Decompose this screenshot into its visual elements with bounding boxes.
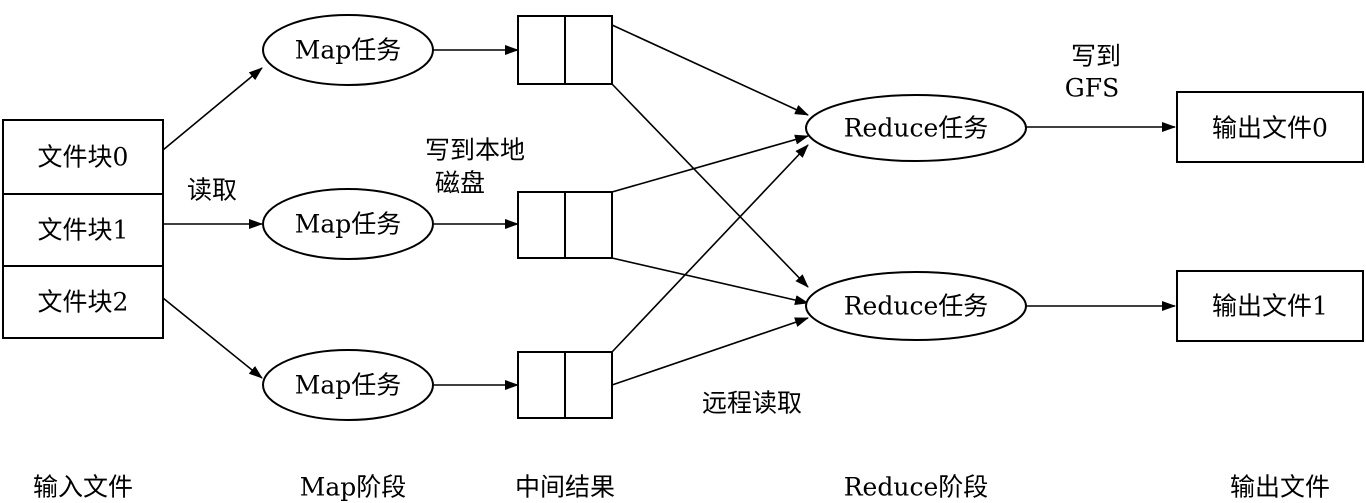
write-gfs-label-line1: 写到 [1071,42,1121,71]
reduce-task-0-node [805,94,1027,162]
column-label-map: Map阶段 [300,473,407,502]
reduce-task-1-node [805,271,1027,341]
edge-intermediate2-to-reduce0 [611,144,809,353]
map-task-2-node [262,349,434,421]
map-task-2-label: Map任务 [295,371,402,400]
read-label: 读取 [187,176,237,205]
write-local-label-line1: 写到本地 [425,136,525,165]
input-block-2-box [2,265,164,339]
edge-block0-to-map0 [162,67,263,151]
input-block-1-box [2,193,164,267]
edge-intermediate0-to-reduce0 [611,24,809,116]
edge-intermediate1-to-reduce1 [611,257,809,305]
edge-intermediate1-to-reduce0 [611,134,809,193]
reduce-task-1-label: Reduce任务 [844,292,989,321]
input-block-0-label: 文件块0 [38,143,129,172]
input-block-0-box [2,119,164,195]
output-file-1-box [1176,270,1364,342]
output-file-1-label: 输出文件1 [1212,292,1328,321]
map-task-0-node [262,14,434,86]
column-label-input: 输入文件 [33,473,133,502]
write-gfs-label-line2: GFS [1065,74,1119,103]
output-file-0-label: 输出文件0 [1212,114,1328,143]
edge-annotations: 读取 写到本地 磁盘 远程读取 写到 GFS [187,42,1121,418]
edge-intermediate0-to-reduce1 [611,83,809,288]
output-files: 输出文件0 输出文件1 [1176,91,1364,342]
column-label-output: 输出文件 [1230,473,1330,502]
remote-read-label: 远程读取 [702,389,802,418]
output-file-0-box [1176,91,1364,163]
column-label-intermediate: 中间结果 [515,473,615,502]
input-block-2-label: 文件块2 [38,288,129,317]
input-file-stack: 文件块0 文件块1 文件块2 [2,119,164,339]
map-task-1-node [262,188,434,260]
input-block-1-label: 文件块1 [38,216,129,245]
map-task-1-label: Map任务 [295,210,402,239]
reduce-task-0-label: Reduce任务 [844,114,989,143]
column-label-reduce: Reduce阶段 [844,473,989,502]
edge-intermediate2-to-reduce1 [611,317,809,386]
map-tasks: Map任务 Map任务 Map任务 [262,14,434,421]
intermediate-results [517,15,613,419]
column-labels: 输入文件 Map阶段 中间结果 Reduce阶段 输出文件 [33,473,1330,502]
reduce-tasks: Reduce任务 Reduce任务 [805,94,1027,341]
edge-block2-to-map2 [162,297,263,379]
map-task-0-label: Map任务 [295,36,402,65]
edges [162,24,1176,390]
write-local-label-line2: 磁盘 [435,169,485,198]
